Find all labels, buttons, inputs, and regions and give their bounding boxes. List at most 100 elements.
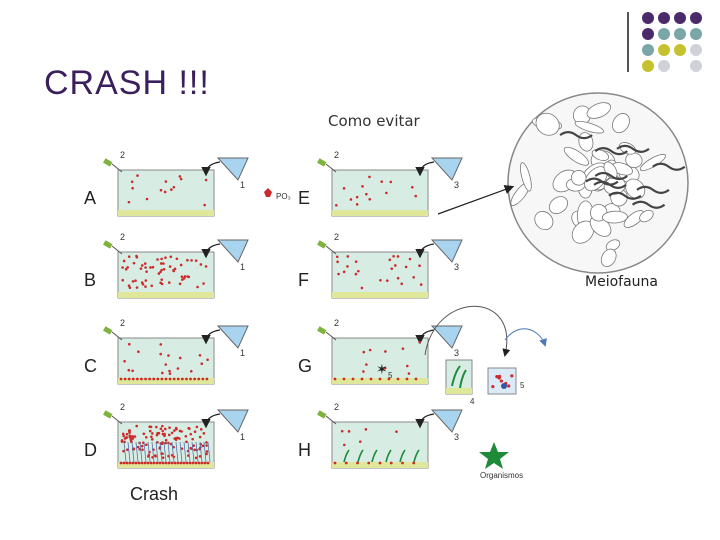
phosphate-label: PO₃ <box>276 192 291 201</box>
sediment-grain <box>535 112 560 136</box>
particle-group <box>119 424 211 465</box>
water-cup <box>216 325 249 349</box>
plant-icon <box>357 449 364 463</box>
meiofauna-worm <box>593 180 627 189</box>
label-number: 2 <box>334 150 339 160</box>
tank-bottom <box>332 378 428 384</box>
panel-letter: C <box>84 356 97 376</box>
decor-vertical-line <box>627 12 629 72</box>
sediment-grain <box>600 248 617 267</box>
decor-dot <box>642 12 654 24</box>
plant-icon <box>399 449 406 463</box>
arrow-icon <box>504 328 547 347</box>
particle-group <box>119 342 209 381</box>
meiofauna-illustration <box>507 92 689 274</box>
decor-dot <box>658 60 670 72</box>
pipette-icon <box>317 326 337 341</box>
pipette-icon <box>103 410 123 425</box>
panel-letter: A <box>84 188 96 208</box>
panel-letter: H <box>298 440 311 460</box>
arrow-icon <box>424 305 511 357</box>
meiofauna-worm <box>631 200 666 209</box>
label-number: 2 <box>334 232 339 242</box>
decor-dot-grid <box>642 12 702 72</box>
decor-dot <box>658 12 670 24</box>
label-number: 3 <box>454 262 459 272</box>
tank-water <box>117 337 215 385</box>
meiofauna-label: Meiofauna <box>585 274 658 290</box>
panel-h: H23 <box>298 402 463 469</box>
decor-dot <box>642 44 654 56</box>
crash-label: Crash <box>130 484 178 504</box>
slide-title: CRASH !!! <box>44 64 210 102</box>
organismos-label: Organismos <box>480 471 523 480</box>
arrow-icon <box>415 161 435 177</box>
tank-bottom <box>332 292 428 298</box>
label-number: 5 <box>388 371 393 380</box>
arrow-icon <box>201 413 221 429</box>
sediment-grain <box>625 178 646 199</box>
sediment-grain <box>534 210 554 231</box>
tank-water <box>331 421 429 469</box>
tank-bottom <box>118 210 214 216</box>
decor-dot <box>690 60 702 72</box>
water-cup <box>430 157 463 181</box>
tank-bottom <box>118 378 214 384</box>
sediment-grain <box>574 120 604 134</box>
sediment-grain <box>625 152 643 169</box>
tank-water <box>331 337 429 385</box>
meiofauna-worm <box>594 171 628 181</box>
panel-c: C21 <box>84 318 249 385</box>
pipette-icon <box>317 240 337 255</box>
water-cup <box>430 239 463 263</box>
label-number: 2 <box>334 318 339 328</box>
tank-bottom <box>332 210 428 216</box>
meiofauna-worm <box>636 185 670 194</box>
arrow-icon <box>415 243 435 259</box>
decor-dot <box>642 60 654 72</box>
sediment-grain <box>586 102 612 119</box>
meiofauna-worm <box>652 162 686 171</box>
decor-dot <box>674 28 686 40</box>
decor-dot <box>674 12 686 24</box>
label-number: 3 <box>454 180 459 190</box>
particle-group <box>335 175 418 207</box>
sediment-grain <box>591 149 610 161</box>
panel-f: F 2 3 <box>298 232 463 299</box>
tank-water <box>331 251 429 299</box>
arrow-icon <box>415 329 435 345</box>
label-number: 3 <box>454 348 459 358</box>
particle-group <box>121 254 208 289</box>
arrow-icon <box>201 243 221 259</box>
decor-dot <box>690 28 702 40</box>
arrow-icon <box>201 329 221 345</box>
label-number: 5 <box>520 381 525 390</box>
panel-letter: D <box>84 440 97 460</box>
plant-icon <box>371 449 378 463</box>
sediment-grain <box>601 210 628 224</box>
sediment-grain <box>605 239 621 252</box>
water-cup <box>216 409 249 433</box>
particle-group <box>335 254 423 290</box>
sediment-grain <box>639 209 654 223</box>
panel-a: A21 <box>84 150 249 217</box>
arrow-icon <box>415 413 435 429</box>
panel-letter: F <box>298 270 309 290</box>
sediment-grain <box>570 170 587 186</box>
tank-water <box>117 169 215 217</box>
label-number: 2 <box>334 402 339 412</box>
water-cup <box>430 409 463 433</box>
panel-g: G23✶545 <box>298 305 547 406</box>
plant-icon <box>451 365 467 389</box>
pipette-icon <box>103 326 123 341</box>
decor-dot <box>690 12 702 24</box>
label-number: 2 <box>120 150 125 160</box>
label-number: 1 <box>240 348 245 358</box>
plant-icon <box>343 449 350 463</box>
organism-icon: ✶ <box>376 361 388 377</box>
water-cup <box>216 239 249 263</box>
particle-group <box>333 428 416 465</box>
particle-group <box>333 340 421 381</box>
particle-group <box>127 174 208 207</box>
